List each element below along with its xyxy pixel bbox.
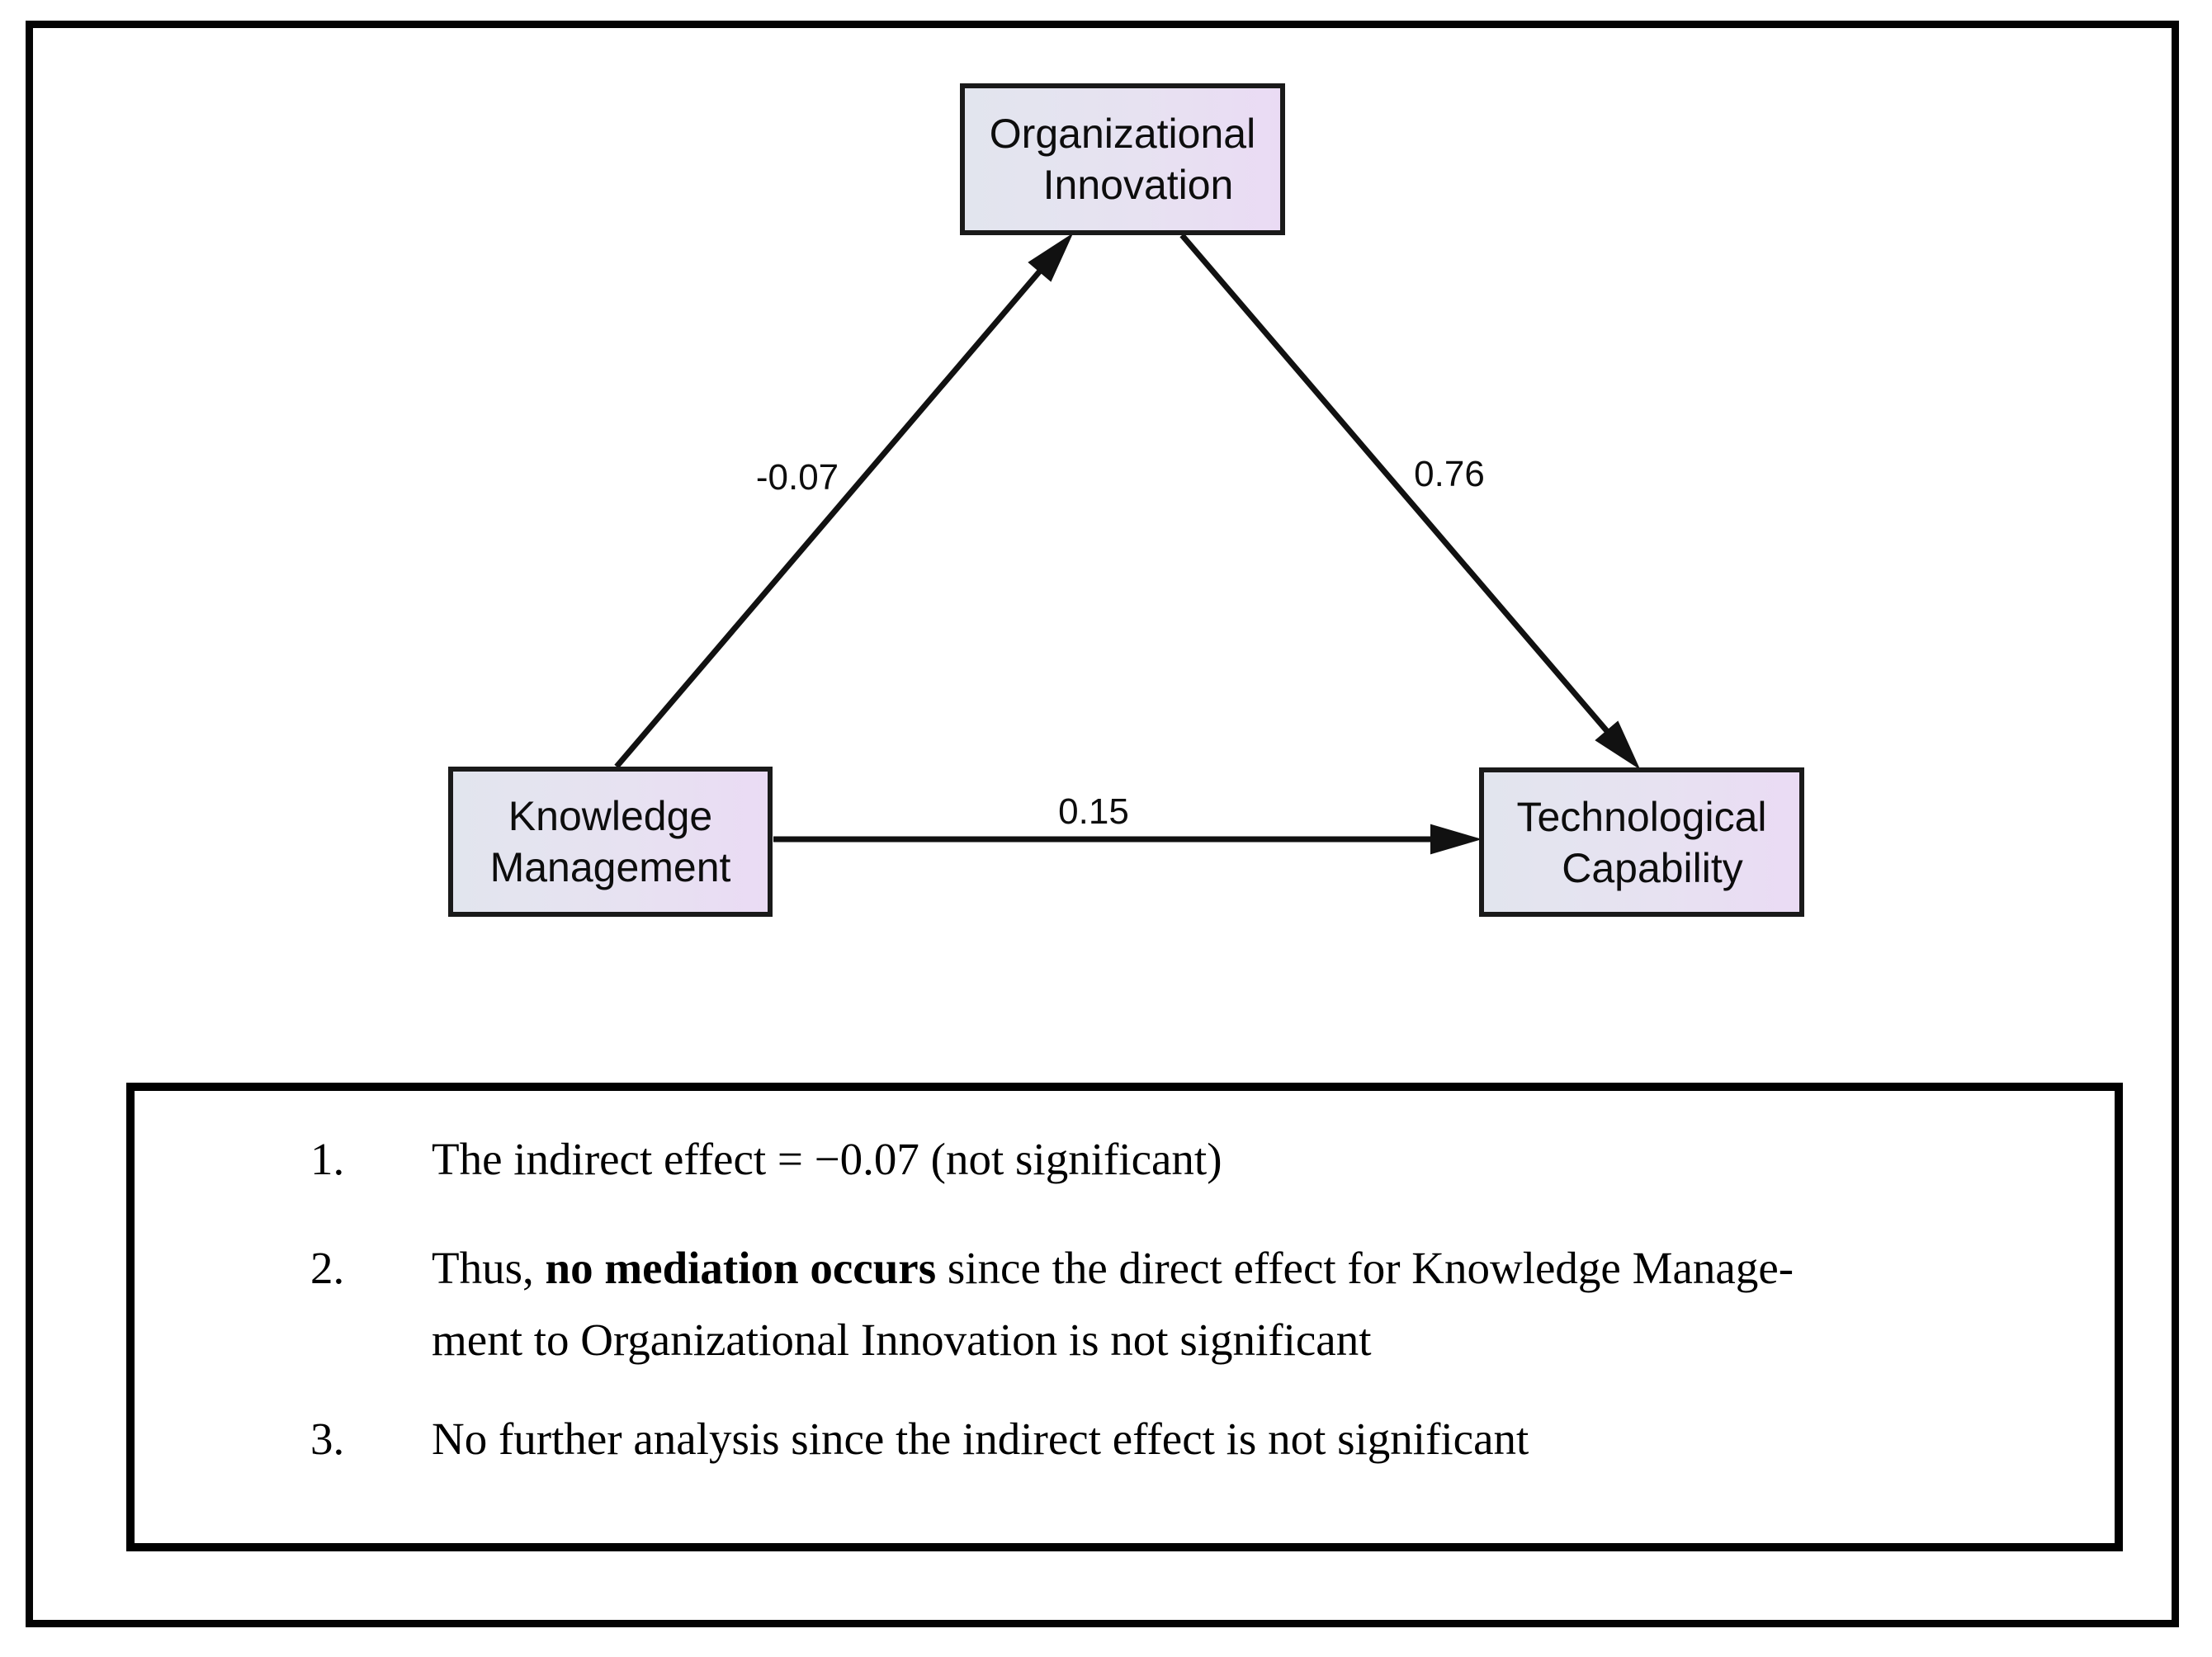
- arrow-oi-to-tc-line: [1179, 233, 1609, 734]
- node-knowledge-management: Knowledge Management: [448, 767, 773, 917]
- note-item-text-post: since the direct effect for Knowledge Ma…: [936, 1243, 1794, 1293]
- note-item-number: 1.: [310, 1134, 345, 1184]
- note-item-text-bold: no mediation occurs: [545, 1243, 937, 1293]
- node-label-line: Innovation: [1042, 162, 1234, 208]
- path-coefficient-oi-tc: 0.76: [1414, 454, 1485, 494]
- figure-border: [26, 21, 2179, 1627]
- node-label-line: Organizational: [989, 111, 1256, 157]
- node-label-line: Capability: [1562, 844, 1743, 891]
- note-item-text: ment to Organizational Innovation is not…: [432, 1315, 1372, 1365]
- note-item-text: The indirect effect = −0.07 (not signifi…: [432, 1134, 1222, 1184]
- note-item-number: 2.: [310, 1243, 345, 1293]
- node-label-line: Knowledge: [508, 793, 713, 839]
- note-item-text: Thus, no mediation occurs since the dire…: [432, 1245, 1794, 1291]
- path-coefficient-km-oi: -0.07: [755, 457, 839, 498]
- notes-box: 1. The indirect effect = −0.07 (not sign…: [126, 1083, 2123, 1551]
- arrow-oi-to-tc-head: [1595, 720, 1641, 770]
- node-organizational-innovation: Organizational Innovation: [960, 83, 1285, 235]
- node-technological-capability: Technological Capability: [1479, 767, 1804, 917]
- note-item-text: No further analysis since the indirect e…: [432, 1414, 1529, 1464]
- path-coefficient-km-tc: 0.15: [1058, 791, 1129, 832]
- arrow-km-to-oi-head: [1028, 233, 1074, 282]
- arrow-km-to-tc-head: [1430, 824, 1482, 855]
- node-label-line: Technological: [1516, 793, 1767, 840]
- arrow-km-to-oi-line: [614, 267, 1044, 769]
- node-label-line: Management: [489, 844, 731, 890]
- note-item-text-pre: Thus,: [432, 1243, 546, 1293]
- note-item-number: 3.: [310, 1414, 345, 1464]
